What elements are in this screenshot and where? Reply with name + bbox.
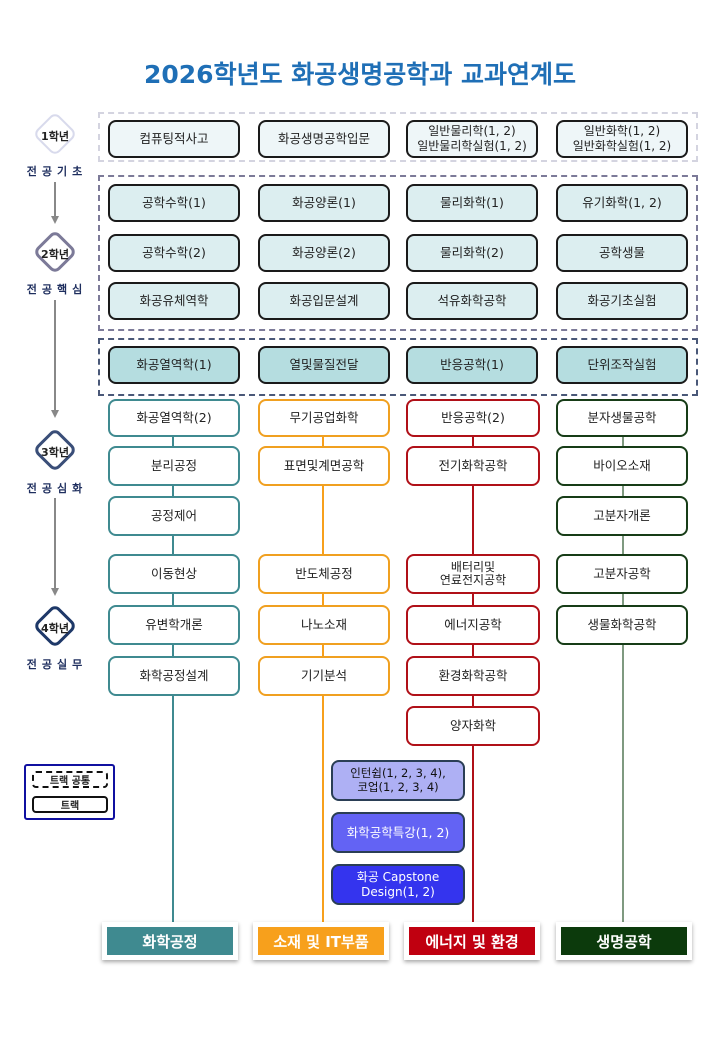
year-label: 전공핵심: [26, 283, 88, 296]
year-badge: 1학년: [41, 130, 69, 143]
course-box[interactable]: 고분자공학: [556, 554, 688, 594]
arrow-line: [54, 182, 56, 216]
course-box[interactable]: 유기화학(1, 2): [556, 184, 688, 222]
course-box[interactable]: 전기화학공학: [406, 446, 540, 486]
course-box[interactable]: 분자생물공학: [556, 399, 688, 437]
arrow-down-icon: [51, 410, 59, 418]
course-box[interactable]: 분리공정: [108, 446, 240, 486]
course-box[interactable]: 유변학개론: [108, 605, 240, 645]
course-box[interactable]: 화공양론(1): [258, 184, 390, 222]
course-box[interactable]: 나노소재: [258, 605, 390, 645]
page-title: 2026학년도 화공생명공학과 교과연계도: [144, 60, 576, 89]
course-box[interactable]: 물리화학(2): [406, 234, 538, 272]
special-course-box[interactable]: 인턴쉽(1, 2, 3, 4), 코업(1, 2, 3, 4): [331, 760, 465, 801]
course-box[interactable]: 화공기초실험: [556, 282, 688, 320]
course-box[interactable]: 반응공학(2): [406, 399, 540, 437]
course-box[interactable]: 화공열역학(1): [108, 346, 240, 384]
legend-track: 트랙: [32, 796, 108, 813]
course-box[interactable]: 화학공정설계: [108, 656, 240, 696]
course-box[interactable]: 물리화학(1): [406, 184, 538, 222]
course-box[interactable]: 화공생명공학입문: [258, 120, 390, 158]
course-box[interactable]: 기기분석: [258, 656, 390, 696]
special-course-box[interactable]: 화공 Capstone Design(1, 2): [331, 864, 465, 905]
year-badge: 3학년: [41, 446, 69, 459]
group-core: [98, 175, 698, 331]
year-badge: 4학년: [41, 622, 69, 635]
group-foundation: [98, 112, 698, 162]
course-box[interactable]: 반응공학(1): [406, 346, 538, 384]
group-advanced-common: [98, 338, 698, 396]
track-label-process[interactable]: 화학공정: [102, 922, 238, 960]
course-box[interactable]: 환경화학공학: [406, 656, 540, 696]
course-box[interactable]: 화공입문설계: [258, 282, 390, 320]
arrow-line: [54, 498, 56, 588]
course-box[interactable]: 공학수학(2): [108, 234, 240, 272]
course-box[interactable]: 석유화학공학: [406, 282, 538, 320]
course-box[interactable]: 공학수학(1): [108, 184, 240, 222]
track-label-energy[interactable]: 에너지 및 환경: [404, 922, 540, 960]
course-box[interactable]: 무기공업화학: [258, 399, 390, 437]
track-line-bio: [622, 408, 624, 928]
course-box[interactable]: 바이오소재: [556, 446, 688, 486]
course-box[interactable]: 에너지공학: [406, 605, 540, 645]
course-box[interactable]: 반도체공정: [258, 554, 390, 594]
course-box[interactable]: 컴퓨팅적사고: [108, 120, 240, 158]
course-box[interactable]: 고분자개론: [556, 496, 688, 536]
course-box[interactable]: 열및물질전달: [258, 346, 390, 384]
course-box[interactable]: 배터리및 연료전지공학: [406, 554, 540, 594]
course-box[interactable]: 표면및계면공학: [258, 446, 390, 486]
year-badge: 2학년: [41, 248, 69, 261]
course-box[interactable]: 단위조작실험: [556, 346, 688, 384]
course-box[interactable]: 화공열역학(2): [108, 399, 240, 437]
arrow-down-icon: [51, 588, 59, 596]
legend-common-track: 트랙 공통: [32, 771, 108, 788]
year-label: 전공심화: [26, 482, 88, 495]
course-box[interactable]: 생물화학공학: [556, 605, 688, 645]
course-box[interactable]: 공학생물: [556, 234, 688, 272]
legend: 트랙 공통 트랙: [24, 764, 115, 820]
course-box[interactable]: 화공유체역학: [108, 282, 240, 320]
track-label-bio[interactable]: 생명공학: [556, 922, 692, 960]
year-label: 전공실무: [26, 658, 88, 671]
course-box[interactable]: 일반화학(1, 2) 일반화학실험(1, 2): [556, 120, 688, 158]
course-box[interactable]: 일반물리학(1, 2) 일반물리학실험(1, 2): [406, 120, 538, 158]
track-label-materials[interactable]: 소재 및 IT부품: [253, 922, 389, 960]
year-label: 전공기초: [26, 165, 88, 178]
arrow-down-icon: [51, 216, 59, 224]
course-box[interactable]: 이동현상: [108, 554, 240, 594]
course-box[interactable]: 화공양론(2): [258, 234, 390, 272]
special-course-box[interactable]: 화학공학특강(1, 2): [331, 812, 465, 853]
course-box[interactable]: 공정제어: [108, 496, 240, 536]
course-box[interactable]: 양자화학: [406, 706, 540, 746]
arrow-line: [54, 300, 56, 410]
